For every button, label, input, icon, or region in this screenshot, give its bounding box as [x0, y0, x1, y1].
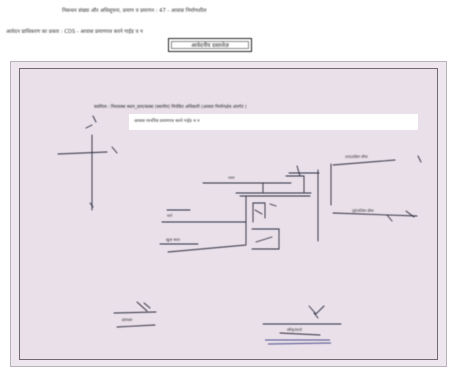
- header-line-1: निबन्धन संख्या और अधिसूचना, प्रमाण व प्र…: [62, 8, 207, 14]
- document-note-text: आवास मानचित्र प्रमाणपत्र करने गाईड व न: [134, 119, 200, 124]
- label-mid-left-2: खुला स्थान: [166, 238, 180, 242]
- label-right-top: उत्तर/दक्षिण सीमा: [345, 155, 368, 159]
- label-mid-left-1: मार्ग: [167, 214, 173, 218]
- document-note-box: [129, 114, 418, 130]
- header-line-2: आवेदन प्राधिकरण का प्रकार : CDS - आवास प…: [6, 29, 143, 35]
- label-signature-left: हस्ताक्षर: [122, 318, 133, 322]
- label-signature-right: स्वीकृतकर्ता: [287, 328, 302, 332]
- label-mid-top: भवन: [228, 176, 235, 180]
- view-document-button-label: आवेदनीय दस्तावेज़: [191, 43, 229, 49]
- button-inner-border: [171, 41, 249, 49]
- view-document-button[interactable]: आवेदनीय दस्तावेज़: [168, 38, 252, 52]
- document-heading: स्वामित्व : निवासस्थ स्थान_ग्राम/कस्बा (…: [94, 105, 247, 110]
- label-right-bottom: पूर्व/पश्चिम सीमा: [352, 209, 374, 213]
